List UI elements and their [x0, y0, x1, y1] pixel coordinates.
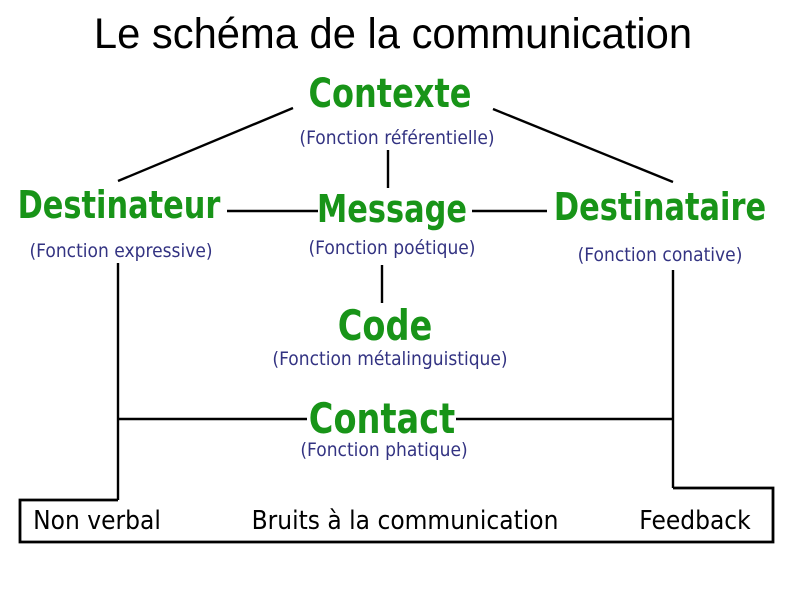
bottom-box-item-non-verbal: Non verbal	[33, 506, 161, 536]
node-contact-function: (Fonction phatique)	[300, 439, 468, 461]
page-title: Le schéma de la communication	[93, 10, 693, 58]
node-destinataire-function: (Fonction conative)	[577, 244, 743, 266]
node-code-function: (Fonction métalinguistique)	[272, 348, 508, 370]
connector-contexte-destinataire	[492, 107, 674, 184]
node-destinateur-label: Destinateur	[17, 183, 221, 227]
bottom-box-item-feedback: Feedback	[639, 506, 751, 536]
node-code-label: Code	[337, 301, 433, 350]
bottom-box-item-bruits: Bruits à la communication	[251, 506, 559, 536]
node-contact-label: Contact	[308, 394, 456, 443]
connector-contexte-destinateur	[117, 106, 294, 183]
node-message-label: Message	[317, 187, 467, 231]
node-contexte-function: (Fonction référentielle)	[299, 127, 495, 149]
bottom-box-outline	[18, 486, 775, 544]
node-message-function: (Fonction poétique)	[308, 237, 476, 259]
node-destinateur-function: (Fonction expressive)	[29, 240, 213, 262]
node-contexte-label: Contexte	[308, 71, 472, 117]
node-destinataire-label: Destinataire	[553, 185, 767, 229]
